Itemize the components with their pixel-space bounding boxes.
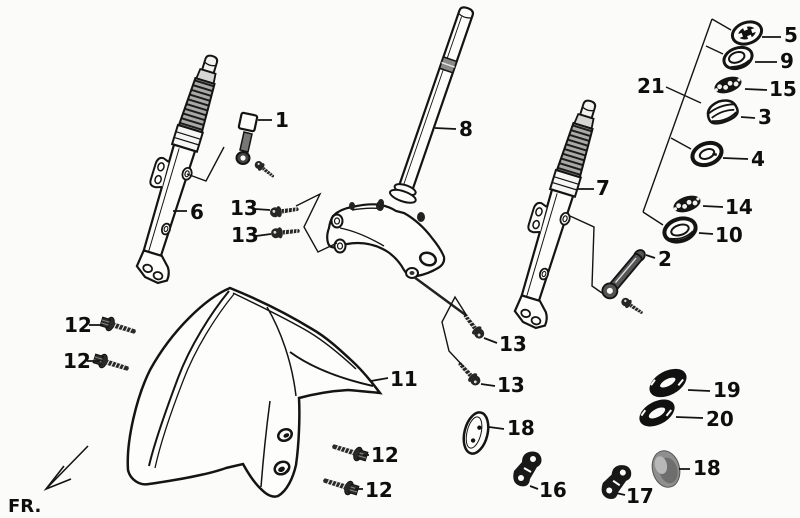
callout-13-mid-2-label: 13 (497, 373, 525, 397)
callout-10-label: 10 (715, 223, 743, 247)
callout-13-mid-1-label: 13 (499, 332, 527, 356)
callout-12-left-1-label: 12 (64, 313, 92, 337)
callout-7-label: 7 (596, 176, 610, 200)
fender-ridge-line (148, 290, 230, 467)
callout-20-label: 20 (706, 407, 734, 431)
part-14-ball-retainer-bottom (671, 192, 703, 216)
fender-outline (126, 286, 383, 498)
callout-13-left-1-label: 13 (230, 196, 258, 220)
part-19-grommet (649, 368, 687, 398)
callout-16-label: 16 (539, 478, 567, 502)
callout-17-label: 17 (626, 484, 654, 508)
front-direction-arrow (43, 445, 89, 491)
part-5-steering-stem-nut (730, 20, 764, 46)
callout-15-label: 15 (769, 77, 797, 101)
part-4-upper-race-ring (690, 140, 724, 168)
callout-8-label: 8 (459, 117, 473, 141)
fender-crease (266, 306, 297, 397)
steering-bottom-bridge (326, 199, 446, 279)
callout-leader-dashes (87, 36, 781, 496)
stem-pinch-bolt-left (376, 201, 384, 211)
callout-5-label: 5 (784, 23, 798, 47)
callout-13-left-2-label: 13 (231, 223, 259, 247)
part-8-steering-stem (388, 6, 475, 204)
part-1-bolt (252, 158, 278, 181)
callout-14-label: 14 (725, 195, 753, 219)
callout-1-label: 1 (275, 108, 289, 132)
part-3-top-cone-race (706, 99, 739, 125)
callout-12-right-2-label: 12 (365, 478, 393, 502)
part-10-bottom-race-ring (662, 216, 698, 244)
part-2-bolt (618, 295, 646, 318)
callout-3-label: 3 (758, 105, 772, 129)
part-6-fork-leg-left (121, 48, 235, 287)
fender-hole-upper (276, 427, 294, 443)
part-12-bolt-right-2 (320, 472, 361, 498)
part-12-bolt-right-1 (329, 438, 370, 464)
part-2-stay-bracket (601, 249, 646, 318)
callout-11-label: 11 (390, 367, 418, 391)
callout-21-label: 21 (637, 74, 665, 98)
part-11-front-fender (126, 286, 383, 498)
part-12-bolt-left-1 (98, 314, 139, 340)
part-13-bolt-left-2 (269, 224, 302, 240)
callout-19-label: 19 (713, 378, 741, 402)
part-12-bolt-left-2 (91, 351, 132, 377)
part-13-bolt-left-1 (268, 202, 301, 220)
stem-pinch-bolt-right (417, 212, 425, 222)
callout-12-right-1-label: 12 (371, 443, 399, 467)
callout-18-left-label: 18 (507, 416, 535, 440)
callout-12-left-2-label: 12 (63, 349, 91, 373)
fender-ridge-line-2 (154, 293, 235, 469)
callout-18-right-label: 18 (693, 456, 721, 480)
fender-hole-lower (273, 460, 291, 476)
callout-6-label: 6 (190, 200, 204, 224)
fender-panel-edge (260, 400, 271, 488)
part-18-disc-left (462, 411, 490, 455)
callout-4-label: 4 (751, 147, 765, 171)
part-7-fork-leg-right (499, 93, 613, 332)
bearing-stack-axis (642, 18, 732, 226)
fender-tail-fold (289, 351, 374, 387)
part-9-dust-seal-washer (722, 45, 754, 71)
part-13-bolt-mid-1 (459, 310, 488, 342)
part-18-cap-right (651, 450, 681, 488)
part-1-bracket-assembly (235, 111, 278, 181)
callout-2-label: 2 (658, 247, 672, 271)
part-20-grommet (639, 399, 675, 427)
callout-9-label: 9 (780, 49, 794, 73)
part-13-bolt-mid-2 (454, 358, 484, 389)
front-marker-label: FR. (8, 496, 41, 517)
connector-lines (186, 146, 603, 368)
part-16-hose-clamp (512, 450, 543, 488)
part-15-ball-retainer-top (712, 73, 744, 97)
fender-stud-rod (413, 275, 468, 318)
fender-top-inner-line (232, 292, 357, 370)
